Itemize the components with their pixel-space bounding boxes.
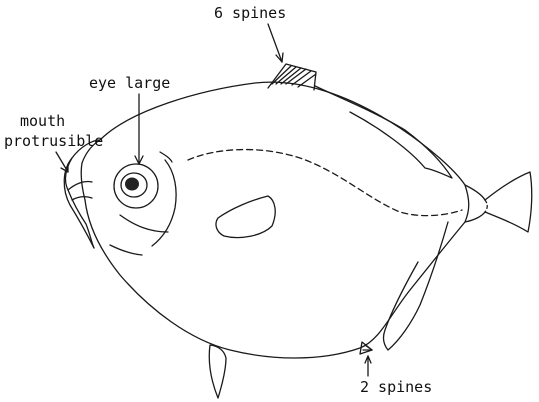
mouth-label-line2: protrusible: [4, 132, 103, 150]
pectoral-fin: [216, 196, 275, 238]
lateral-line: [188, 150, 462, 216]
mouth-label-line1: mouth: [20, 112, 65, 130]
pelvic-fin: [209, 345, 226, 398]
caudal-fin: [485, 172, 532, 232]
operculum-line: [152, 160, 176, 246]
eye-label: eye large: [89, 74, 170, 92]
mouth-outline: [65, 140, 100, 248]
dorsal-fin: [315, 86, 452, 178]
eye-pupil: [125, 178, 139, 191]
dorsal-spines-label: 6 spines: [214, 4, 286, 22]
anal-fin: [384, 222, 448, 350]
dorsal-leader: [268, 24, 282, 62]
body-outline: [85, 82, 469, 358]
pelvic-spines-label: 2 spines: [360, 378, 432, 396]
